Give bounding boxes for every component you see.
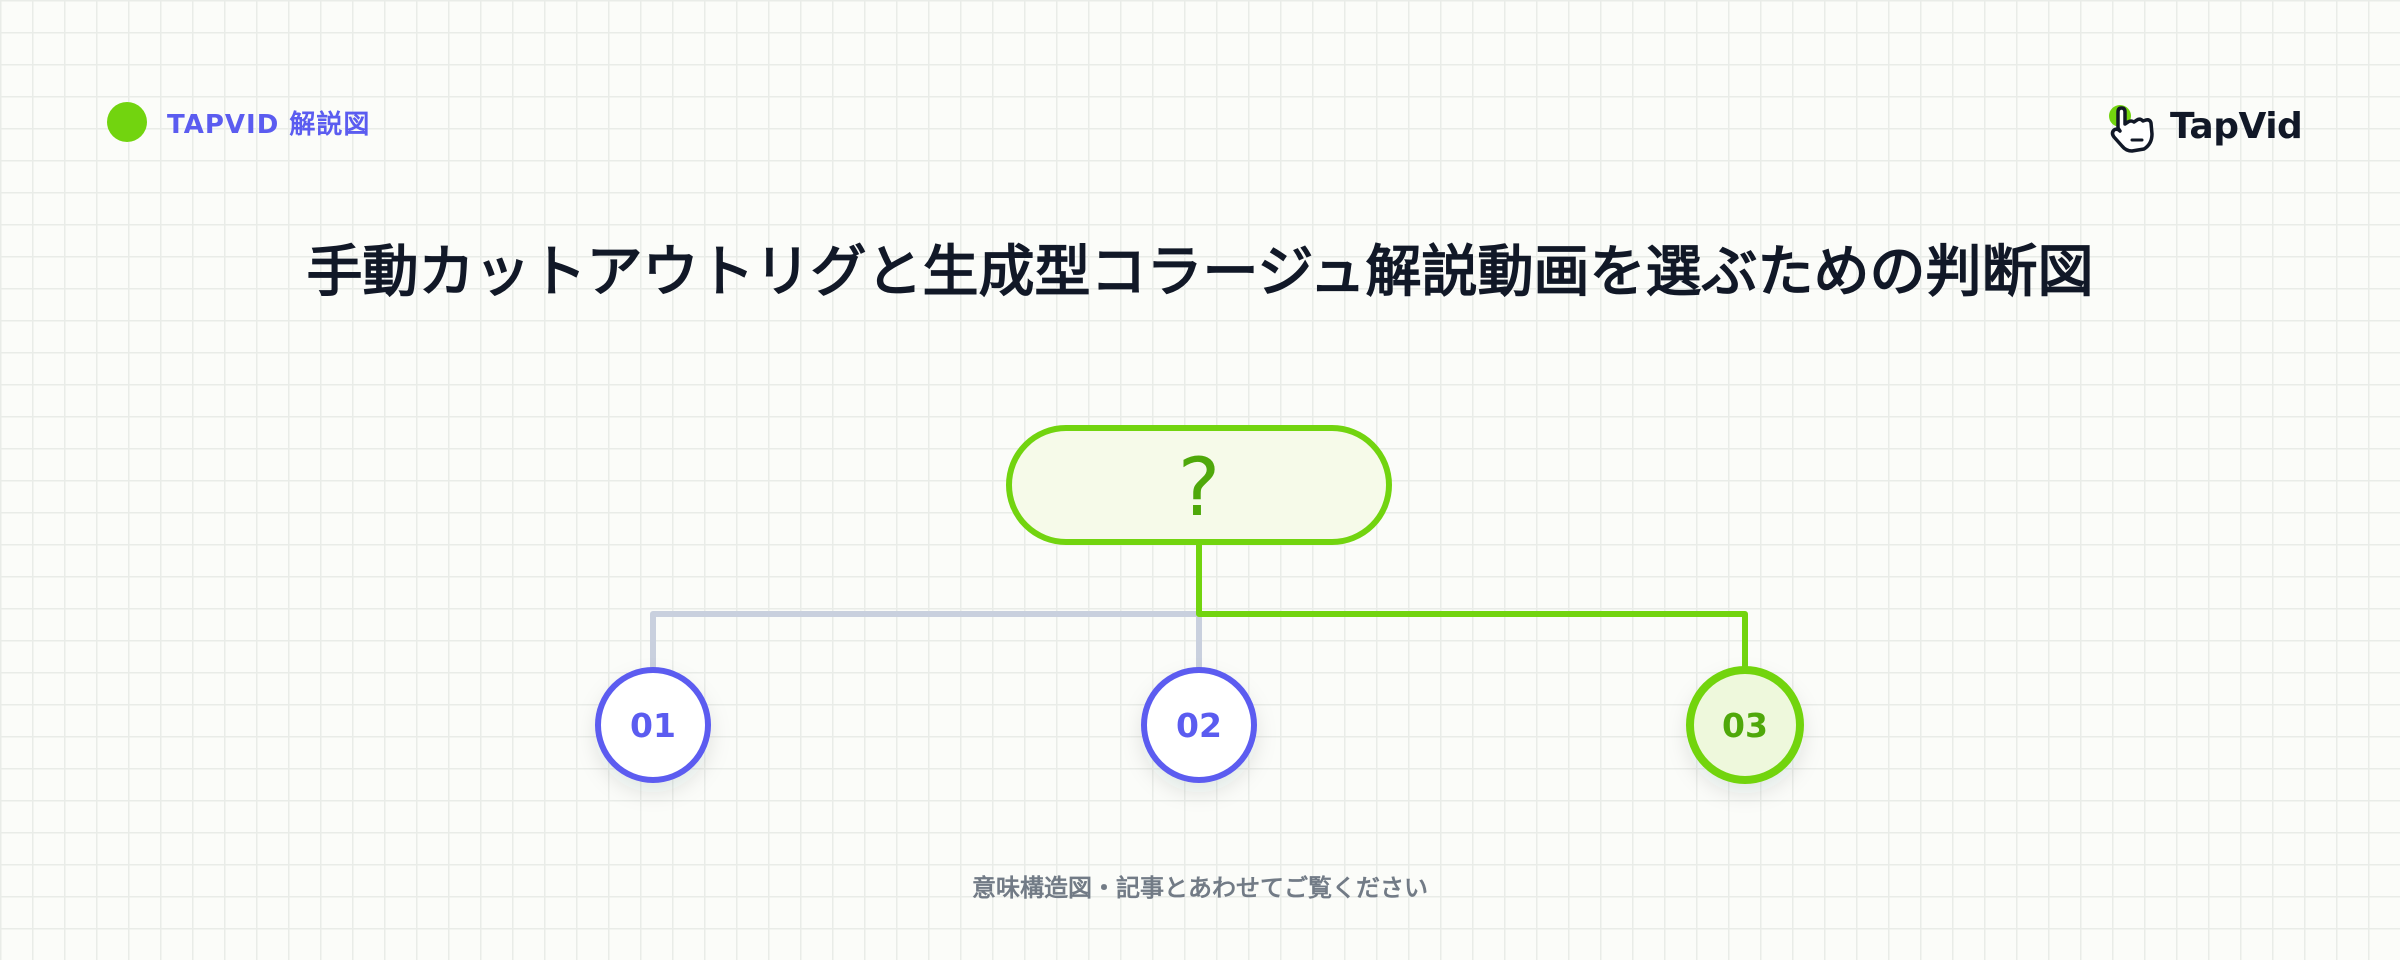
root-node: ? bbox=[1006, 425, 1392, 545]
option-node-01 bbox=[595, 667, 711, 783]
page-title: 手動カットアウトリグと生成型コラージュ解説動画を選ぶための判断図 bbox=[306, 240, 2094, 305]
tapvid-logo: TapVid bbox=[2106, 100, 2303, 158]
option-node-02 bbox=[1141, 667, 1257, 783]
header-badge: TAPVID 解説図 bbox=[107, 102, 370, 142]
footer-note: 意味構造図・記事とあわせてご覧ください bbox=[972, 874, 1428, 902]
badge-dot-icon bbox=[107, 102, 147, 142]
root-node-label: ? bbox=[1178, 441, 1220, 534]
pointing-hand-icon bbox=[2109, 105, 2154, 153]
badge-label: TAPVID 解説図 bbox=[167, 109, 371, 140]
option-node-03-label: 03 bbox=[1722, 706, 1768, 745]
connector-line-active bbox=[1196, 542, 1748, 673]
option-node-02-label: 02 bbox=[1176, 706, 1222, 745]
logo-text: TapVid bbox=[2170, 106, 2303, 147]
option-node-03 bbox=[1686, 666, 1804, 784]
option-node-01-label: 01 bbox=[630, 706, 676, 745]
connector-line-gray bbox=[650, 611, 1202, 673]
